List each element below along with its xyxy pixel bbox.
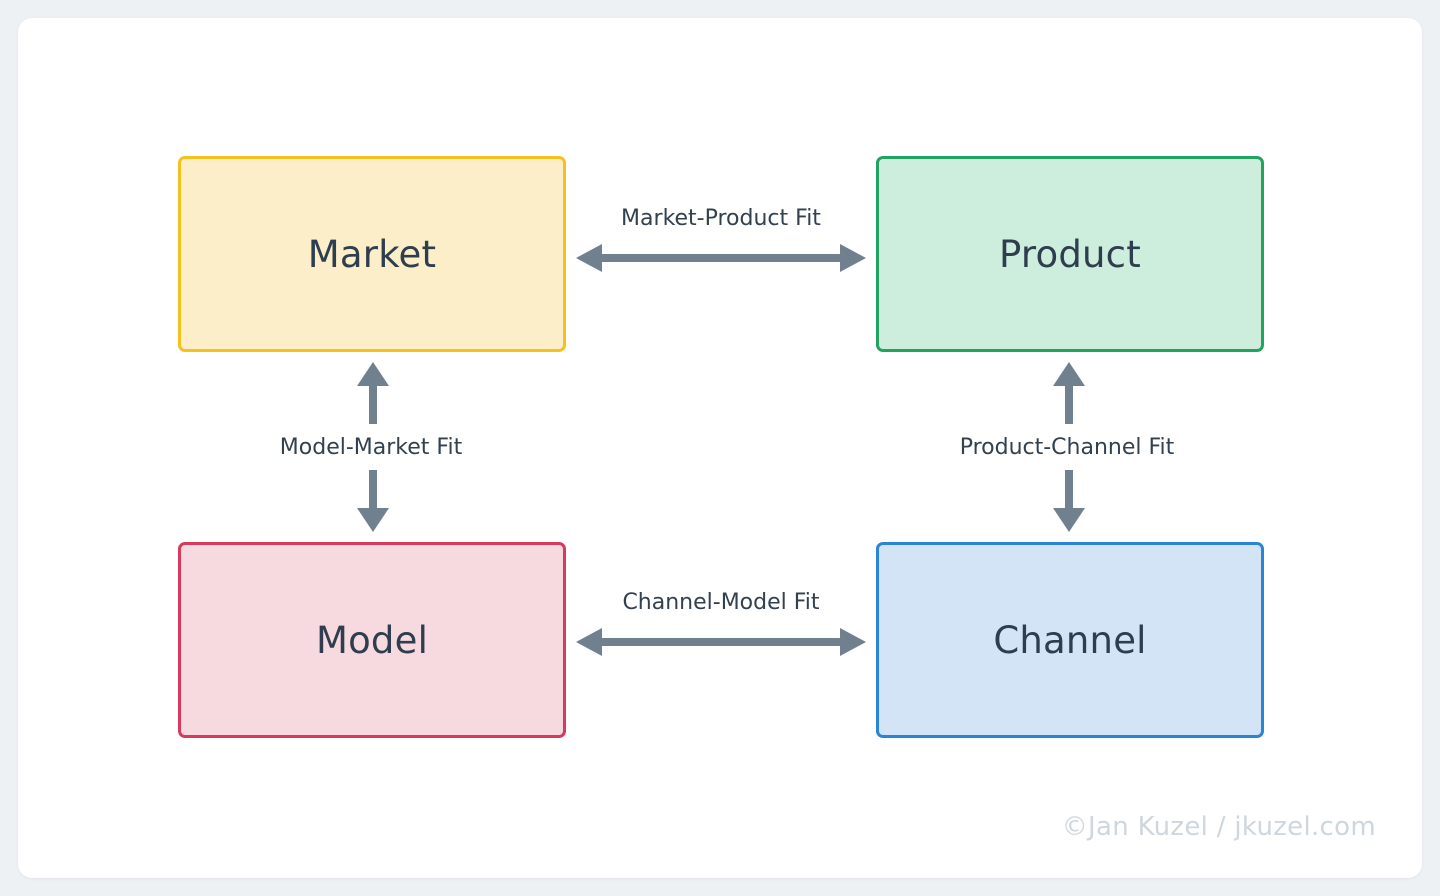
connector-label-channel-model: Channel-Model Fit (622, 590, 820, 615)
watermark: ©Jan Kuzel / jkuzel.com (1061, 812, 1376, 842)
node-model[interactable]: Model (178, 542, 566, 738)
arrow-up-icon (1053, 362, 1085, 424)
double-arrow-horizontal-icon (576, 244, 866, 272)
connector-label-model-market: Model-Market Fit (279, 435, 463, 460)
node-product[interactable]: Product (876, 156, 1264, 352)
node-product-label: Product (999, 232, 1141, 276)
node-market[interactable]: Market (178, 156, 566, 352)
node-channel[interactable]: Channel (876, 542, 1264, 738)
node-channel-label: Channel (993, 618, 1147, 662)
node-market-label: Market (307, 232, 437, 276)
connector-label-product-channel: Product-Channel Fit (959, 435, 1175, 460)
arrow-down-icon (357, 470, 389, 532)
arrow-up-icon (357, 362, 389, 424)
arrow-down-icon (1053, 470, 1085, 532)
connector-label-market-product: Market-Product Fit (621, 206, 821, 231)
node-model-label: Model (315, 618, 429, 662)
double-arrow-horizontal-icon (576, 628, 866, 656)
diagram-canvas: Market Product Model Channel Market-Prod… (18, 18, 1422, 878)
